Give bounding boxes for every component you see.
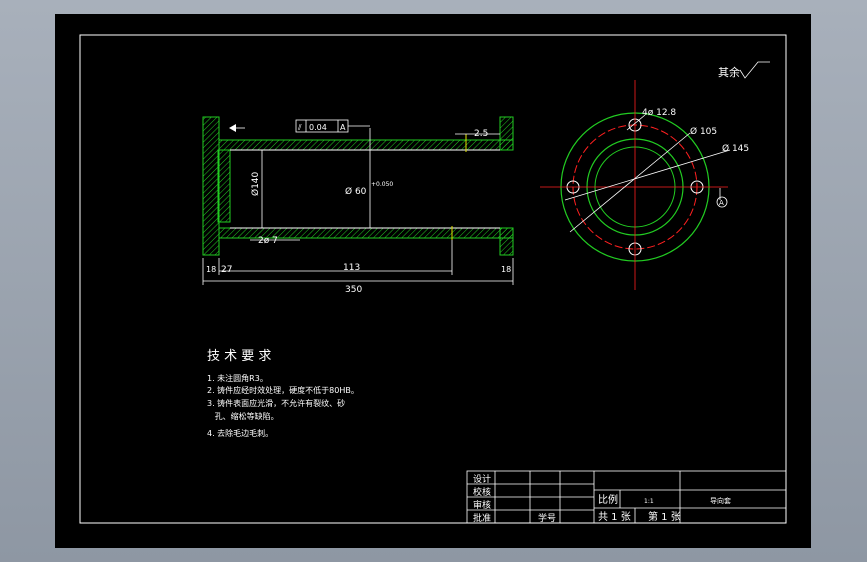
tech-req-item-4: 4. 去除毛边毛刺。 [207,428,273,438]
tolerance-value: 0.04 [309,123,327,132]
right-flange-bottom [499,227,514,256]
inner-border [79,34,787,524]
left-spigot [217,149,231,223]
left-flange [202,116,220,256]
dim-flange-w-left: 18 [206,265,216,274]
section-view: ⫽ 0.04 A 2.5 Ø140 Ø 60 +0.050 2ø 7 350 1… [202,116,514,295]
dim-total-length: 350 [345,285,362,295]
leader-pcd [569,132,691,233]
dim-wall: 2.5 [474,129,488,139]
tb-sheet-no: 第 1 张 [648,510,681,523]
label-od: Ø 145 [722,143,749,154]
tolerance-datum: A [340,123,346,132]
label-holes: 4ø 12.8 [642,108,676,118]
tech-req-title: 技 术 要 求 [207,349,271,364]
tb-seq: 学号 [538,512,556,524]
label-datum: A [719,199,724,207]
tb-scale-value: 1:1 [644,498,654,505]
dim-flange-left: 27 [221,265,232,275]
tube-wall-top [218,139,514,151]
dim-bore-tol: +0.050 [371,181,393,188]
tb-approve: 批准 [473,512,491,524]
tolerance-symbol: ⫽ [297,123,302,132]
tb-part-name: 导向套 [710,496,731,505]
dim-small-holes: 2ø 7 [258,236,278,246]
leader-od [564,149,731,201]
surface-finish-label: 其余 [718,65,740,79]
tech-req-item-1: 1. 未注圆角R3。 [207,373,268,383]
tb-sheets: 共 1 张 [598,511,631,523]
tb-scale-label: 比例 [598,493,618,506]
surface-finish-symbol [739,61,770,79]
dim-bore-dia: Ø 60 [345,186,367,197]
tech-req-item-2: 2. 铸件应经时效处理，硬度不低于80HB。 [207,385,359,395]
tb-review: 审核 [473,499,491,511]
right-flange-top [499,116,514,151]
tb-check: 校核 [473,486,491,498]
tb-design: 设计 [473,473,491,485]
dim-inner-length: 113 [343,263,360,273]
tech-req-item-3b: 孔、缩松等缺陷。 [207,411,279,421]
dim-flange-w-right: 18 [501,265,511,274]
title-block [466,470,787,524]
label-pcd: Ø 105 [690,126,717,137]
datum-marker [229,124,236,132]
end-view: 4ø 12.8 Ø 105 Ø 145 A [540,80,749,290]
datum-circle [716,196,728,208]
dim-outer-dia: Ø140 [250,171,261,196]
tech-req-item-3: 3. 铸件表面应光滑，不允许有裂纹、砂 [207,398,345,408]
